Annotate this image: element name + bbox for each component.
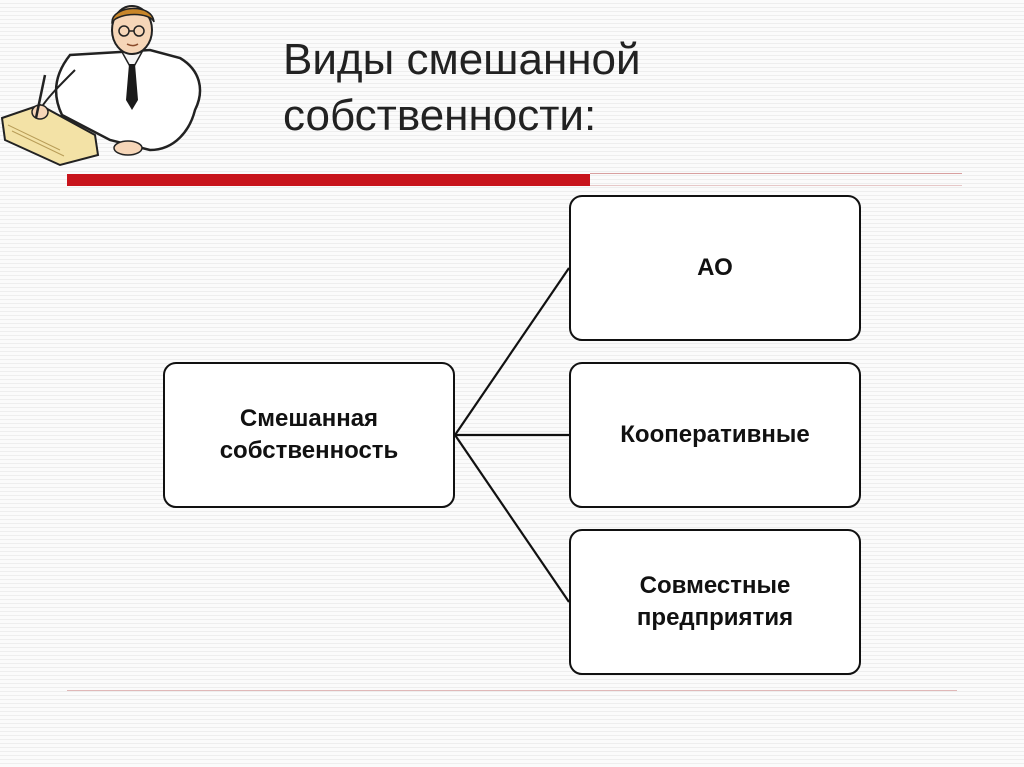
connector-to-joint-ventures — [454, 434, 570, 603]
accent-rule — [67, 174, 590, 186]
bottom-rule — [67, 690, 957, 691]
title-line-2: собственности: — [283, 91, 597, 140]
connector-to-ao — [454, 267, 570, 436]
diagram-node-ao: АО — [569, 195, 861, 341]
node-label-root: Смешанная собственность — [219, 405, 399, 464]
title-line-1: Виды смешанной — [283, 35, 641, 84]
slide-title: Виды смешанной собственности: — [283, 32, 883, 144]
node-label-joint-ventures: Совместные предприятия — [636, 572, 794, 631]
diagram-node-cooperative: Кооперативные — [569, 362, 861, 508]
node-label-cooperative: Кооперативные — [620, 421, 810, 448]
node-label-ao: АО — [697, 254, 733, 281]
thin-rule-top — [590, 173, 962, 174]
writing-scholar-icon — [0, 5, 202, 167]
thin-rule-top-lower — [590, 185, 962, 186]
diagram-node-root: Смешанная собственность — [163, 362, 455, 508]
diagram-node-joint-ventures: Совместные предприятия — [569, 529, 861, 675]
